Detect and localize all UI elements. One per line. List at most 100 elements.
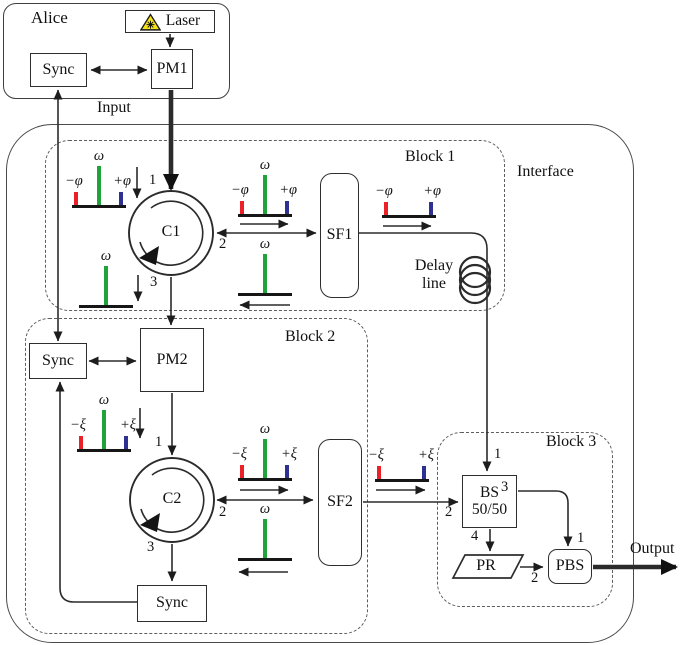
green-stem: [102, 410, 106, 449]
bs-port1: 1: [494, 446, 502, 462]
sync-label: Sync: [156, 594, 188, 612]
blue-stem: [119, 192, 123, 205]
input-label: Input: [97, 99, 131, 116]
block2-sync-left-box: Sync: [29, 343, 87, 379]
pbs-port1: 1: [577, 530, 585, 546]
bs-label-line1: BS: [480, 484, 499, 502]
interface-box: [6, 124, 634, 643]
blue-stem: [285, 201, 289, 214]
pm2-box: PM2: [140, 328, 204, 392]
baseline: [238, 478, 292, 481]
blue-stem: [285, 465, 289, 478]
laser-label: Laser: [165, 12, 201, 30]
lower-sideband-label: −φ: [375, 183, 393, 199]
spectrum-before-c1: ω −φ +φ: [65, 148, 131, 208]
green-stem: [263, 519, 267, 558]
laser-warning-icon: [139, 12, 161, 31]
pm1-label: PM1: [156, 59, 188, 77]
upper-sideband-label: +ξ: [281, 446, 297, 462]
green-stem: [263, 175, 267, 214]
block1-title: Block 1: [405, 148, 456, 165]
bs-port3: 3: [501, 479, 509, 495]
carrier-label: ω: [259, 236, 271, 252]
carrier-label: ω: [98, 392, 110, 408]
spectrum-sf1-return: ω: [238, 236, 292, 296]
alice-sync-label: Sync: [42, 60, 75, 78]
green-stem: [97, 166, 101, 205]
red-stem: [240, 465, 244, 478]
baseline: [72, 205, 126, 208]
interface-label: Interface: [517, 163, 574, 180]
c1-rotation-arrowhead: [139, 246, 159, 265]
red-stem: [377, 466, 381, 479]
blue-stem: [124, 436, 128, 449]
spectrum-after-sf2: −ξ +ξ: [368, 426, 434, 482]
c1-port2: 2: [219, 236, 227, 252]
c2-port1: 1: [155, 434, 163, 450]
block2-sync-bottom-box: Sync: [137, 585, 207, 622]
pbs-label: PBS: [555, 557, 585, 575]
red-stem: [384, 202, 388, 215]
pr-label: PR: [476, 557, 496, 574]
red-stem: [74, 192, 78, 205]
green-stem: [263, 439, 267, 478]
baseline: [238, 293, 292, 296]
baseline: [382, 215, 436, 218]
upper-sideband-label: +φ: [423, 183, 441, 199]
sync-feedback-line: [55, 381, 137, 603]
pm2-label: PM2: [156, 350, 188, 368]
pbs-port2: 2: [531, 570, 539, 586]
c1-port3: 3: [150, 274, 158, 290]
delay-coil-loop: [458, 255, 492, 289]
c2-port3: 3: [147, 539, 155, 555]
sync-label: Sync: [42, 351, 74, 369]
bs-box: BS 50/50: [462, 475, 517, 528]
spectrum-c1-to-sf1: ω −φ +φ: [231, 157, 297, 217]
output-label: Output: [630, 540, 675, 557]
lower-sideband-label: −φ: [65, 173, 83, 189]
blue-stem: [429, 202, 433, 215]
green-stem: [263, 254, 267, 293]
sf1-label: SF1: [326, 226, 353, 244]
alice-title: Alice: [31, 8, 68, 27]
upper-sideband-label: +φ: [279, 182, 297, 198]
laser-box: Laser: [125, 10, 215, 33]
sf2-box: SF2: [318, 439, 362, 566]
spectrum-after-sf1: −φ +φ: [375, 162, 441, 218]
upper-sideband-label: +φ: [113, 173, 131, 189]
delay-line-label: Delay line: [414, 257, 454, 293]
bs3-to-pbs-line: [518, 490, 573, 547]
lower-sideband-label: −ξ: [231, 446, 247, 462]
lower-sideband-label: −ξ: [70, 417, 86, 433]
carrier-label: ω: [259, 421, 271, 437]
red-stem: [240, 201, 244, 214]
baseline: [77, 449, 131, 452]
block3-box: [437, 432, 613, 607]
block2-box: [25, 318, 368, 634]
bs-port2: 2: [445, 504, 453, 520]
c2-rotation-arrowhead: [140, 513, 160, 532]
alice-sync-box: Sync: [30, 53, 87, 87]
c1-port1: 1: [149, 172, 157, 188]
spectrum-before-c2: ω −ξ +ξ: [70, 392, 136, 452]
pbs-box: PBS: [548, 549, 592, 584]
baseline: [238, 558, 292, 561]
block1-box: [45, 140, 505, 311]
lower-sideband-label: −φ: [231, 182, 249, 198]
green-stem: [104, 266, 108, 305]
pr-parallelogram: [451, 554, 525, 579]
carrier-label: ω: [259, 157, 271, 173]
alice-box: [3, 3, 230, 99]
carrier-label: ω: [93, 148, 105, 164]
carrier-label: ω: [259, 501, 271, 517]
red-stem: [79, 436, 83, 449]
c2-port2: 2: [219, 504, 227, 520]
spectrum-c2-to-sf2: ω −ξ +ξ: [231, 421, 297, 481]
c2-label: C2: [162, 490, 182, 507]
block3-title: Block 3: [546, 433, 597, 450]
baseline: [79, 305, 133, 308]
baseline: [375, 479, 429, 482]
c1-label: C1: [161, 223, 181, 240]
